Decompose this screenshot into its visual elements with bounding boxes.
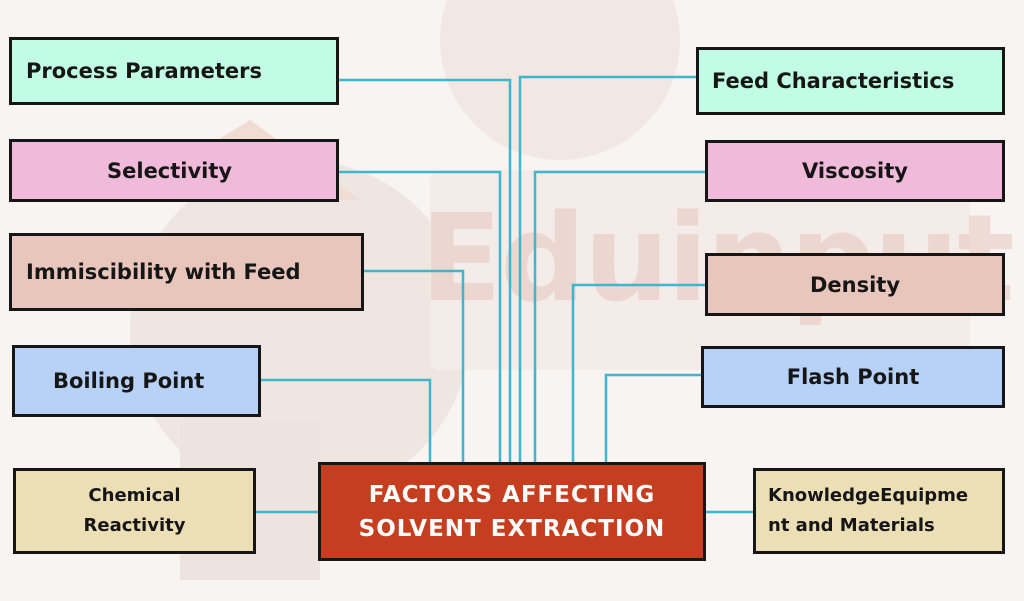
connector-density [571,283,705,462]
factor-immiscibility-with-feed: Immiscibility with Feed [9,233,364,311]
connector-process-parameters [338,78,512,462]
factor-density: Density [705,253,1005,316]
factor-label: Viscosity [802,159,908,183]
central-topic-line2: SOLVENT EXTRACTION [358,515,666,542]
factor-label-line2: nt and Materials [768,515,935,536]
connector-flash-point [604,373,701,462]
connector-feed-characteristics [518,75,696,462]
connector-viscosity [533,170,705,462]
factor-label: Density [809,272,901,297]
connector-immiscibility [362,269,465,462]
factor-process-parameters: Process Parameters [9,37,339,105]
factor-label: Feed Characteristics [712,69,955,93]
factor-flash-point: Flash Point [701,346,1005,408]
factor-label: Process Parameters [26,59,262,83]
factor-chemical-reactivity: Chemical Reactivity [13,468,256,554]
factor-knowledge-equipment-and-materials: KnowledgeEquipme nt and Materials [753,468,1005,554]
central-topic-box: FACTORS AFFECTING SOLVENT EXTRACTION [318,462,706,561]
factor-label-line1: KnowledgeEquipme [768,485,969,506]
factor-label: Flash Point [786,365,920,389]
factor-label-line1: Chemical [88,485,181,506]
factor-label-line2: Reactivity [83,515,186,536]
factor-feed-characteristics: Feed Characteristics [696,47,1005,115]
connector-boiling-point [260,378,432,462]
factor-label: Selectivity [107,158,233,183]
factor-selectivity: Selectivity [9,139,339,202]
factor-viscosity: Viscosity [705,140,1005,202]
factor-label: Immiscibility with Feed [26,260,301,284]
factor-label: Boiling Point [53,369,205,393]
connector-selectivity [338,170,502,462]
factor-boiling-point: Boiling Point [12,345,261,417]
central-topic-line1: FACTORS AFFECTING [368,481,656,508]
